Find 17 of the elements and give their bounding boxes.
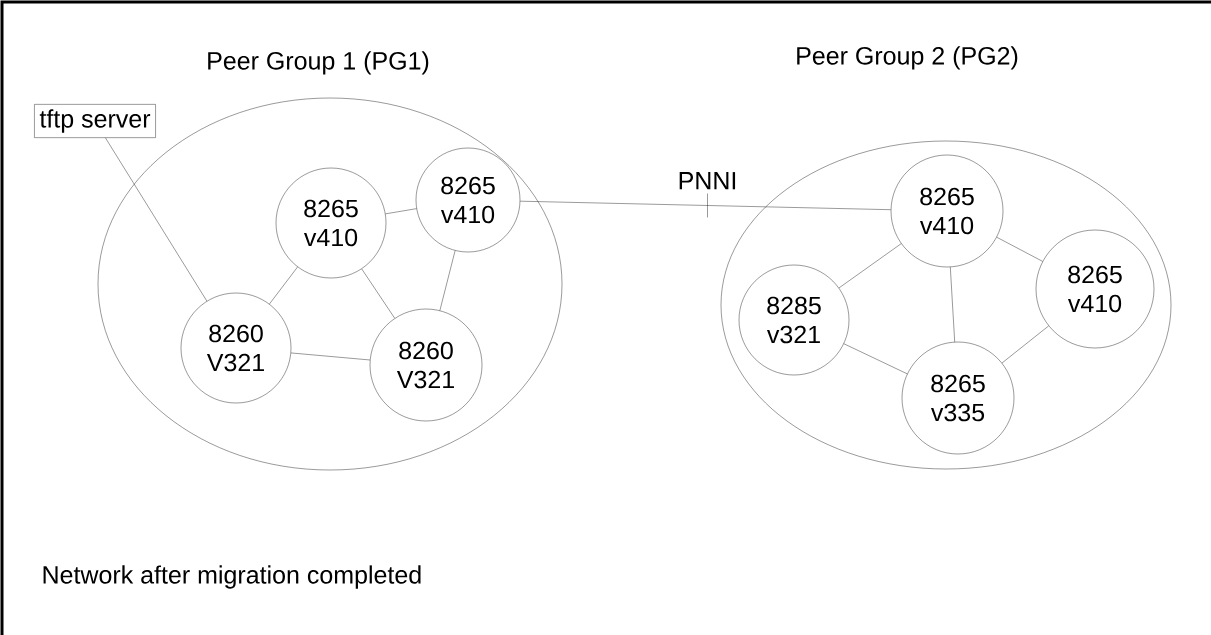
connector-line xyxy=(439,250,456,311)
connector-line xyxy=(838,243,902,289)
connector-line xyxy=(520,201,892,210)
connector-line xyxy=(950,266,955,343)
connector-line xyxy=(105,137,208,302)
connector-line xyxy=(269,266,298,305)
connector-line xyxy=(843,343,908,375)
connector-line xyxy=(996,237,1043,262)
group-heading: Peer Group 1 (PG1) xyxy=(208,51,429,75)
server-box: tftp server xyxy=(34,104,156,138)
connector-line xyxy=(1001,325,1049,364)
edge-label: PNNI xyxy=(679,172,736,190)
caption-note: Network after migration completed xyxy=(43,565,421,589)
group-heading: Peer Group 2 (PG2) xyxy=(797,46,1018,70)
connector-line xyxy=(361,268,395,319)
connector-line xyxy=(385,208,417,215)
connector-line xyxy=(290,352,371,361)
